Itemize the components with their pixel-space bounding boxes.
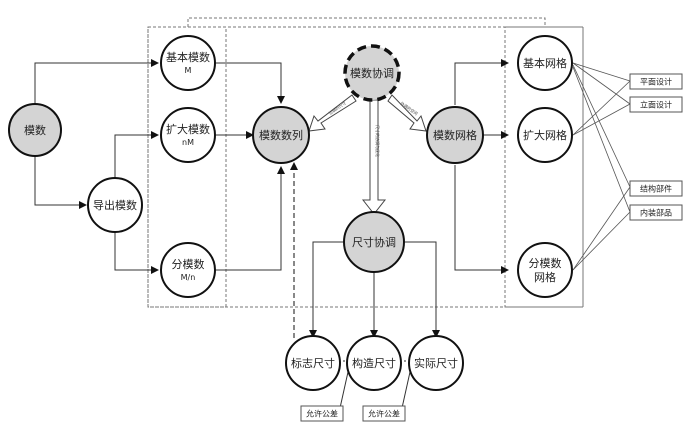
svg-text:模数网格: 模数网格 — [433, 128, 477, 142]
node-modulus-coordination[interactable]: 模数协调 — [343, 44, 401, 102]
svg-text:模数数列: 模数数列 — [259, 128, 303, 142]
svg-text:标志尺寸: 标志尺寸 — [291, 356, 335, 370]
node-basic-modulus[interactable]: 基本模数 M — [160, 35, 216, 91]
right-grid-group — [504, 26, 584, 308]
svg-text:M/n: M/n — [181, 273, 196, 282]
svg-text:尺寸协调: 尺寸协调 — [352, 235, 396, 249]
svg-text:基本模数: 基本模数 — [166, 50, 210, 64]
svg-text:网格: 网格 — [534, 270, 556, 284]
svg-text:内装部品: 内装部品 — [640, 208, 672, 218]
node-nominal-size[interactable]: 标志尺寸 — [285, 335, 341, 391]
node-sub-grid[interactable]: 分模数 网格 — [517, 242, 573, 298]
svg-text:基本网格: 基本网格 — [523, 56, 567, 70]
grouping-frames — [147, 17, 584, 308]
box-elevation-design[interactable]: 立面设计 — [629, 96, 683, 113]
box-tolerance-1[interactable]: 允许公差 — [300, 405, 344, 422]
node-modulus[interactable]: 模数 — [8, 103, 62, 157]
node-modulus-series[interactable]: 模数数列 — [252, 106, 310, 164]
hollow-arrows — [308, 94, 427, 215]
arrow-to-grid — [387, 94, 427, 132]
svg-text:实际尺寸: 实际尺寸 — [414, 356, 458, 370]
svg-text:导出模数: 导出模数 — [93, 198, 137, 212]
node-multi-grid[interactable]: 扩大网格 — [517, 107, 573, 163]
node-construction-size[interactable]: 构造尺寸 — [346, 335, 402, 391]
svg-text:结构部件: 结构部件 — [640, 184, 672, 194]
connectors — [34, 59, 509, 409]
svg-text:模数协调: 模数协调 — [350, 66, 394, 80]
box-interior-parts[interactable]: 内装部品 — [629, 204, 683, 221]
svg-text:M: M — [185, 66, 192, 75]
svg-text:扩大模数: 扩大模数 — [166, 122, 210, 136]
svg-text:分模数: 分模数 — [172, 258, 205, 271]
node-multi-modulus[interactable]: 扩大模数 nM — [160, 107, 216, 163]
arrow-label-size: 尺寸的协调与优化 — [375, 125, 381, 157]
arrow-to-series — [308, 94, 357, 132]
svg-text:平面设计: 平面设计 — [640, 77, 672, 87]
svg-text:扩大网格: 扩大网格 — [523, 128, 567, 142]
box-plan-design[interactable]: 平面设计 — [629, 73, 683, 90]
fan-lines — [572, 62, 631, 271]
box-structural-parts[interactable]: 结构部件 — [629, 180, 683, 197]
svg-text:构造尺寸: 构造尺寸 — [352, 356, 396, 370]
node-size-coordination[interactable]: 尺寸协调 — [343, 211, 405, 273]
svg-text:允许公差: 允许公差 — [306, 409, 338, 419]
svg-text:nM: nM — [182, 138, 194, 147]
top-dashed-connector — [187, 17, 546, 27]
svg-text:模数: 模数 — [24, 124, 46, 137]
arrow-to-size — [361, 99, 387, 215]
node-modulus-grid[interactable]: 模数网格 — [426, 106, 484, 164]
left-modulus-group — [147, 26, 227, 308]
svg-text:立面设计: 立面设计 — [640, 100, 672, 110]
node-basic-grid[interactable]: 基本网格 — [517, 35, 573, 91]
box-tolerance-2[interactable]: 允许公差 — [362, 405, 406, 422]
svg-text:分模数: 分模数 — [529, 257, 562, 270]
svg-text:允许公差: 允许公差 — [368, 409, 400, 419]
node-actual-size[interactable]: 实际尺寸 — [408, 335, 464, 391]
node-sub-modulus[interactable]: 分模数 M/n — [160, 242, 216, 298]
node-derived-modulus[interactable]: 导出模数 — [87, 177, 143, 233]
